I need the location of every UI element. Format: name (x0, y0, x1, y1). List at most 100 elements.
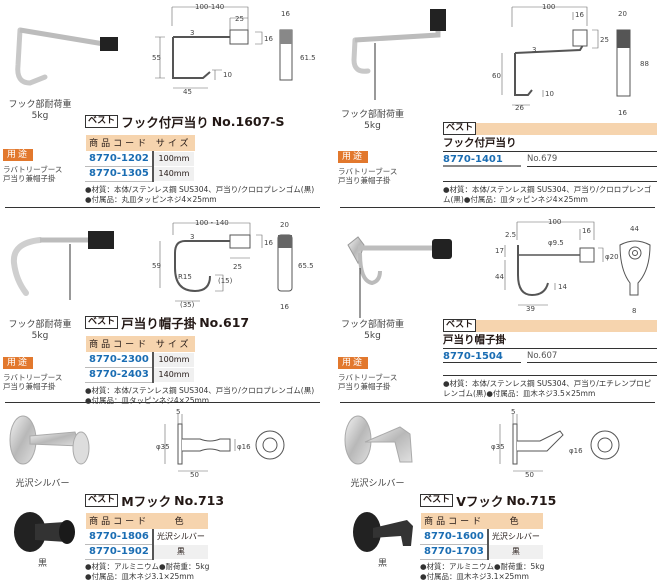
dim-label: 61.5 (300, 54, 316, 62)
material-note: ●材質：アルミニウム●耐荷重：5kg (420, 561, 545, 571)
dim-label: 16 (264, 239, 273, 247)
dim-label: 25 (233, 263, 242, 271)
header-bar (476, 319, 657, 332)
dim-label: φ35 (156, 443, 170, 451)
dimension-drawing: 100・140 3 16 59 R15 (15) 25 (35) 20 65.5… (152, 219, 314, 311)
color: 光沢シルバー (487, 528, 544, 545)
dim-label: 50 (190, 471, 199, 479)
product-name: Vフック (456, 494, 504, 509)
material-note: ●材質：本体/ステンレス鋼 SUS304、戸当り/クロロプレンゴム(黒) (85, 184, 315, 194)
code: 8770-1703 (419, 543, 489, 560)
dim-label: 59 (152, 262, 161, 270)
best-tag: ベスト (85, 316, 119, 329)
use-badge: 用途 (3, 357, 34, 369)
material-note: ●材質：本体/ステンレス鋼 SUS304、戸当り/エチレンプロピ (443, 379, 652, 388)
load-value: 5kg (364, 121, 381, 131)
code: 8770-1202 (84, 150, 154, 167)
dim-label: 16 (618, 109, 627, 117)
best-tag: ベスト (443, 319, 477, 332)
accessory-note: ●付属品：皿木ネジ3.1×25mm (85, 571, 194, 581)
product-photo-679 (351, 9, 446, 100)
dim-label: 8 (632, 307, 636, 315)
load-value: 5kg (31, 331, 49, 341)
dim-label: 16 (280, 303, 289, 311)
use-line: 戸当り兼帽子掛 (338, 176, 391, 185)
use-badge: 用途 (338, 151, 369, 163)
dim-label: 50 (525, 471, 534, 479)
dim-label: φ35 (491, 443, 505, 451)
accessory-note: レンゴム(黒)●付属品：皿木ネジ3.5×25mm (443, 389, 596, 398)
best-tag: ベスト (85, 115, 119, 128)
color: 黒 (152, 543, 209, 560)
material-note: ●材質：本体/ステンレス鋼 SUS304、戸当り/クロロプレンゴム(黒) (85, 385, 315, 395)
load-value: 5kg (364, 331, 381, 341)
best-tag: ベスト (85, 494, 119, 507)
accessory-note: ●付属品：皿タッピンネジ4×25mm (85, 395, 210, 405)
dim-label: 26 (515, 104, 524, 112)
use-line: 戸当り兼帽子掛 (338, 382, 391, 391)
dim-label: R15 (178, 273, 192, 281)
dim-label: 44 (630, 225, 639, 233)
dim-label: φ9.5 (548, 239, 564, 247)
dim-label: 100 (548, 218, 561, 226)
best-tag: ベスト (443, 122, 477, 135)
product-photo-silver (344, 415, 413, 465)
product-number: No.679 (527, 154, 657, 167)
dim-label: 39 (526, 305, 535, 313)
dim-label: 5 (511, 409, 515, 416)
col-color: 色 (487, 513, 544, 529)
col-code: 商品コード (85, 513, 153, 529)
col-code: 商品コード (85, 135, 153, 151)
dim-label: 20 (280, 221, 289, 229)
best-tag: ベスト (420, 494, 454, 507)
dim-label: 88 (640, 60, 649, 68)
dim-label: 65.5 (298, 262, 314, 270)
dim-label: 20 (618, 10, 627, 18)
dim-label: 45 (183, 88, 192, 96)
dim-label: 16 (264, 35, 273, 43)
dim-label: φ16 (569, 447, 583, 455)
dim-label: 55 (152, 54, 161, 62)
color-label-black: 黒 (37, 559, 47, 569)
accessory-note: ム(黒)●付属品：皿タッピンネジ4×25mm (443, 195, 588, 204)
material-note: ●材質：アルミニウム●耐荷重：5kg (85, 561, 210, 571)
product-number: No.607 (527, 351, 657, 363)
dim-label: 14 (558, 283, 567, 291)
material-note: ●材質：本体/ステンレス鋼 SUS304、戸当り/クロロプレンゴ (443, 185, 652, 194)
col-size: サイズ (152, 135, 195, 151)
color: 黒 (487, 543, 544, 560)
use-line: ラバトリーブース (338, 373, 398, 382)
dim-label: φ20 (605, 253, 619, 261)
load-label: フック部耐荷重 (8, 100, 72, 110)
dim-label: 3 (190, 233, 194, 241)
code: 8770-1401 (443, 154, 521, 167)
color-label-silver: 光沢シルバー (350, 479, 405, 489)
use-badge: 用途 (338, 357, 369, 369)
product-name: 戸当り帽子掛 (443, 332, 657, 349)
load-label: フック部耐荷重 (340, 320, 404, 330)
product-photo-black (14, 512, 75, 552)
use-line: 戸当り兼帽子掛 (3, 382, 56, 391)
code: 8770-2300 (84, 351, 154, 368)
dim-label: 25 (600, 36, 609, 44)
product-photo-617 (10, 231, 114, 300)
product-photo-1607s (15, 27, 118, 86)
dimension-drawing: 5 φ35 φ16 50 (491, 409, 620, 479)
dim-label: 100 (542, 3, 555, 11)
dim-label: 100-140 (195, 3, 224, 11)
dim-label: 25 (235, 15, 244, 23)
product-photo-black (353, 512, 413, 552)
dim-label: 16 (575, 11, 584, 19)
